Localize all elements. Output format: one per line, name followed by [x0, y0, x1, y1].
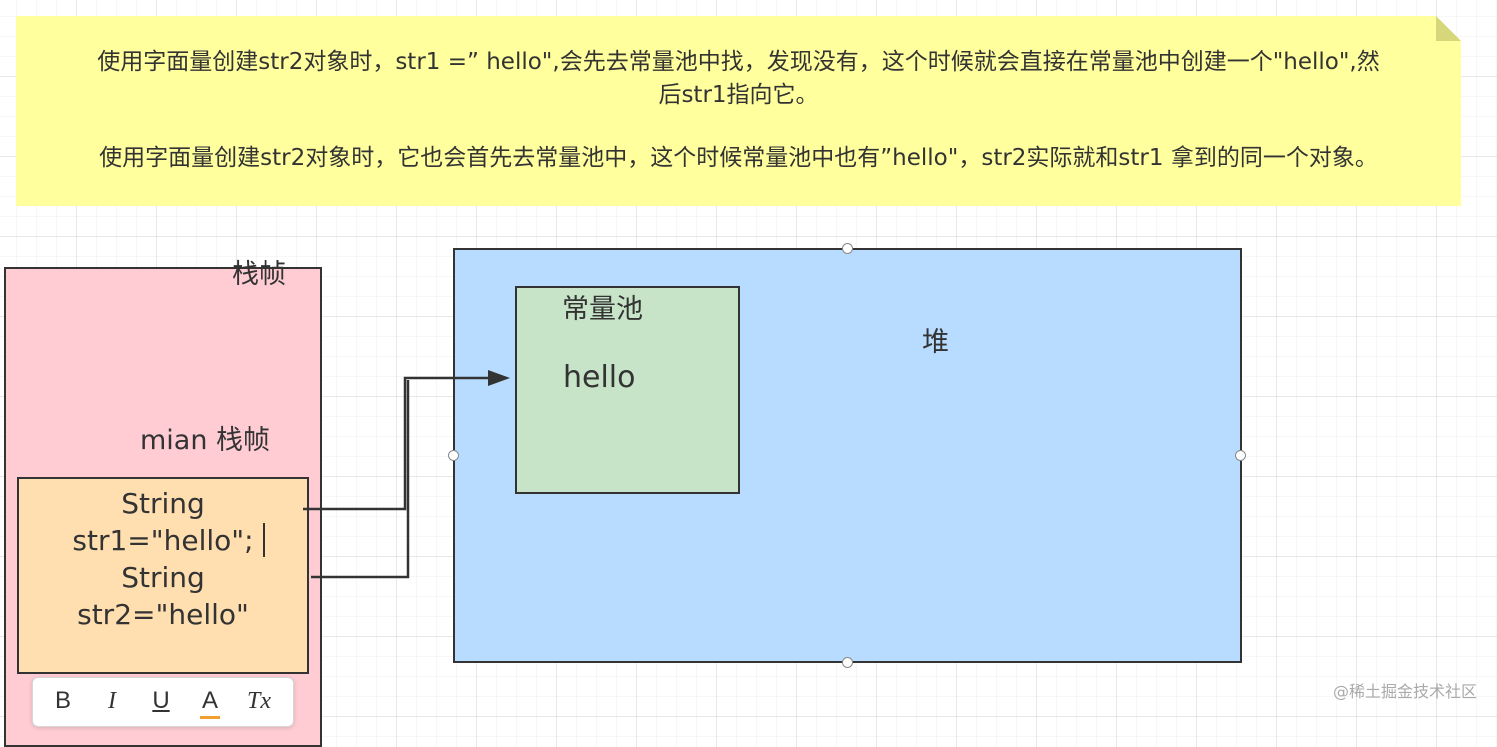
variables-line-1: String	[121, 487, 205, 520]
note-line-1: 使用字面量创建str2对象时，str1 =” hello",会先去常量池中找，发…	[97, 49, 1380, 75]
resize-handle-top[interactable]	[842, 243, 853, 254]
explanation-note[interactable]: 使用字面量创建str2对象时，str1 =” hello",会先去常量池中找，发…	[16, 16, 1461, 206]
stack-frame-title: 栈帧	[232, 259, 286, 290]
text-cursor	[263, 523, 265, 557]
constant-pool-box[interactable]	[515, 286, 740, 494]
italic-button[interactable]: I	[108, 688, 116, 714]
resize-handle-right[interactable]	[1235, 450, 1246, 461]
resize-handle-left[interactable]	[448, 450, 459, 461]
arrow-str2[interactable]	[311, 380, 410, 579]
resize-handle-bottom[interactable]	[842, 657, 853, 668]
note-text: 使用字面量创建str2对象时，str1 =” hello",会先去常量池中找，发…	[16, 46, 1461, 175]
font-color-icon: A	[201, 687, 218, 714]
variables-text[interactable]: String str1="hello"; String str2="hello"	[17, 485, 309, 633]
variables-box[interactable]	[17, 477, 309, 674]
font-color-swatch	[200, 716, 220, 719]
note-folded-corner	[1436, 16, 1461, 41]
main-frame-label: mian 栈帧	[140, 425, 271, 456]
underline-button[interactable]: U	[152, 687, 170, 714]
clear-format-button[interactable]: Tx	[247, 688, 271, 714]
variables-line-3: String	[121, 561, 205, 594]
bold-button[interactable]: B	[54, 687, 71, 714]
note-line-3: 使用字面量创建str2对象时，它也会首先去常量池中，这个时候常量池中也有”hel…	[99, 145, 1378, 171]
constant-pool-title: 常量池	[562, 294, 643, 325]
text-format-toolbar: B I U A Tx	[32, 677, 294, 727]
variables-line-2: str1="hello";	[72, 524, 254, 557]
constant-pool-value: hello	[563, 360, 636, 395]
variables-line-4: str2="hello"	[77, 598, 249, 631]
watermark: @稀土掘金技术社区	[1332, 682, 1477, 701]
font-color-button[interactable]: A	[195, 686, 225, 719]
note-line-2: 后str1指向它。	[658, 82, 819, 108]
heap-label: 堆	[922, 327, 949, 358]
